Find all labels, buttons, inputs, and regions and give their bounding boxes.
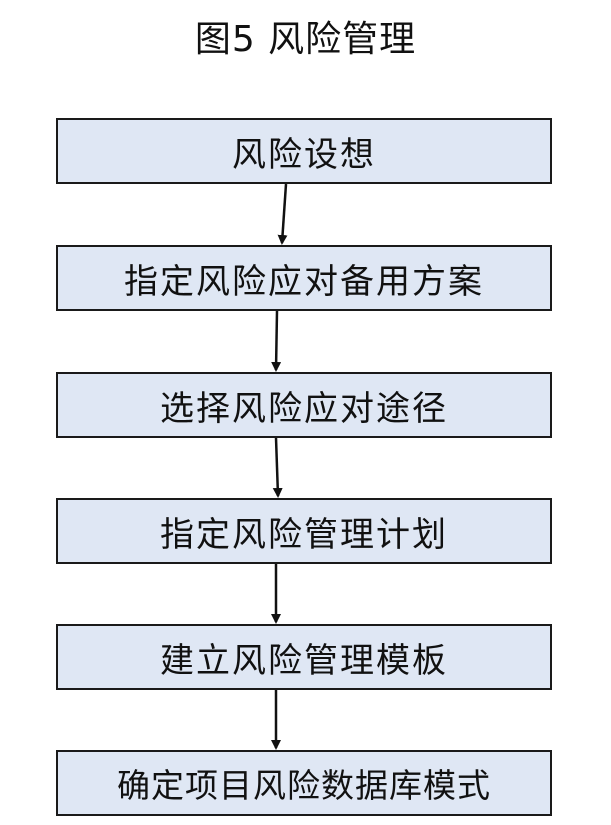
step-box-management-plan: 指定风险管理计划: [56, 498, 552, 564]
step-box-alternative-plans: 指定风险应对备用方案: [56, 245, 552, 311]
arrow-2: [271, 310, 282, 372]
step-box-response-approach: 选择风险应对途径: [56, 372, 552, 438]
arrow-3: [272, 437, 283, 498]
diagram-title: 图5 风险管理: [194, 19, 417, 60]
step-box-risk-database: 确定项目风险数据库模式: [56, 750, 552, 816]
step-box-risk-scenario: 风险设想: [56, 118, 552, 184]
arrow-1: [277, 183, 288, 245]
step-box-management-template: 建立风险管理模板: [56, 624, 552, 690]
